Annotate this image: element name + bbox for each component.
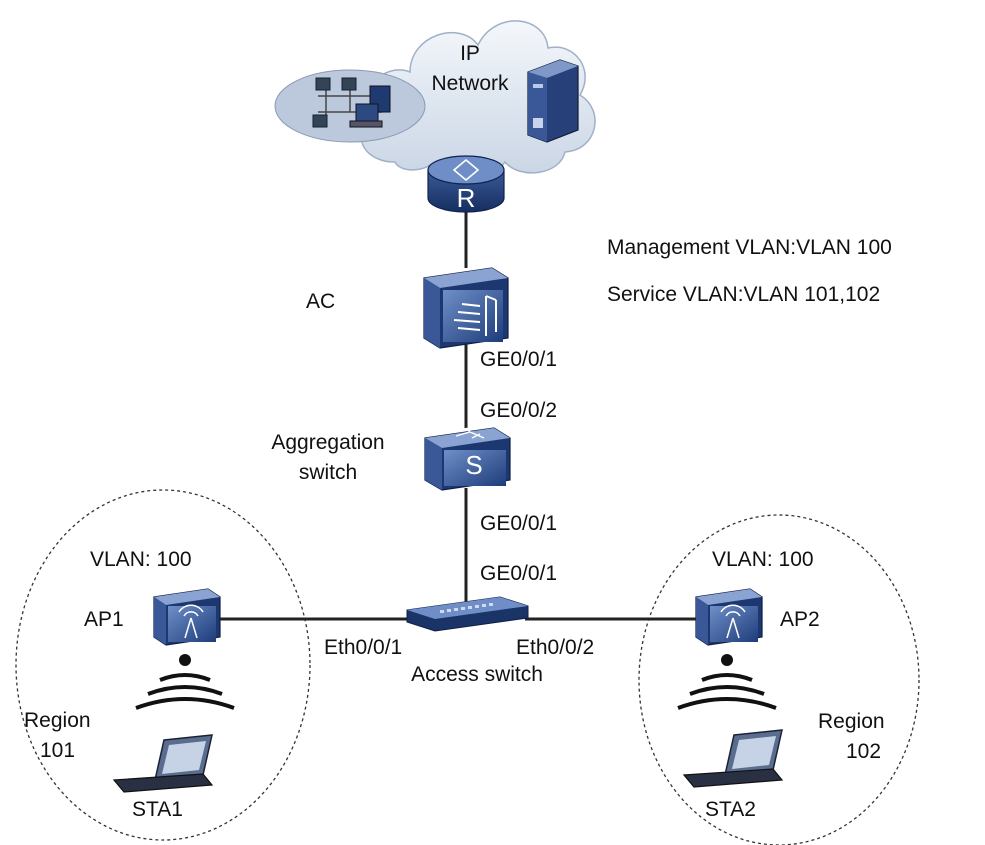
region-boundary-right (638, 514, 920, 845)
region-right-vlan: VLAN: 100 (712, 548, 814, 571)
access-port-right: Eth0/0/2 (516, 636, 595, 659)
laptop-icon (682, 729, 784, 788)
region-boundary-left (15, 489, 311, 841)
ap1-label: AP1 (84, 608, 124, 631)
cloud-label-line1: IP (460, 42, 480, 65)
service-vlan-label: Service VLAN:VLAN 101,102 (607, 283, 881, 306)
aggregation-port-up: GE0/0/2 (480, 399, 558, 422)
ac-port-down: GE0/0/1 (480, 348, 558, 371)
switch-glyph: S (465, 450, 483, 480)
cloud-label-line2: Network (431, 72, 509, 95)
region-right-label-line1: Region (818, 710, 885, 733)
region-left-label-line2: 101 (40, 739, 76, 762)
sta1-label: STA1 (132, 798, 183, 821)
region-right-label-line2: 102 (846, 740, 882, 763)
access-port-left: Eth0/0/1 (324, 636, 403, 659)
ac-label: AC (306, 290, 336, 313)
access-switch-icon (406, 596, 529, 632)
ap-icon (695, 588, 763, 646)
aggregation-port-down: GE0/0/1 (480, 512, 558, 535)
switch-icon (424, 427, 511, 491)
server-icon (527, 59, 579, 143)
ac-icon (423, 267, 509, 349)
router-icon (427, 155, 505, 213)
aggregation-label-line1: Aggregation (271, 431, 385, 454)
sta2-label: STA2 (705, 798, 756, 821)
access-switch-label: Access switch (411, 663, 543, 686)
management-vlan-label: Management VLAN:VLAN 100 (607, 236, 892, 259)
wireless-signal-icon (677, 654, 777, 710)
router-glyph: R (456, 183, 476, 213)
aggregation-label-line2: switch (298, 461, 358, 484)
region-left-vlan: VLAN: 100 (90, 548, 192, 571)
region-left-label-line1: Region (24, 709, 91, 732)
ap-icon (153, 588, 221, 646)
wireless-signal-icon (135, 654, 235, 710)
laptop-icon (112, 734, 214, 793)
access-port-up: GE0/0/1 (480, 562, 558, 585)
ap2-label: AP2 (780, 608, 820, 631)
lan-group-icon (274, 69, 426, 143)
